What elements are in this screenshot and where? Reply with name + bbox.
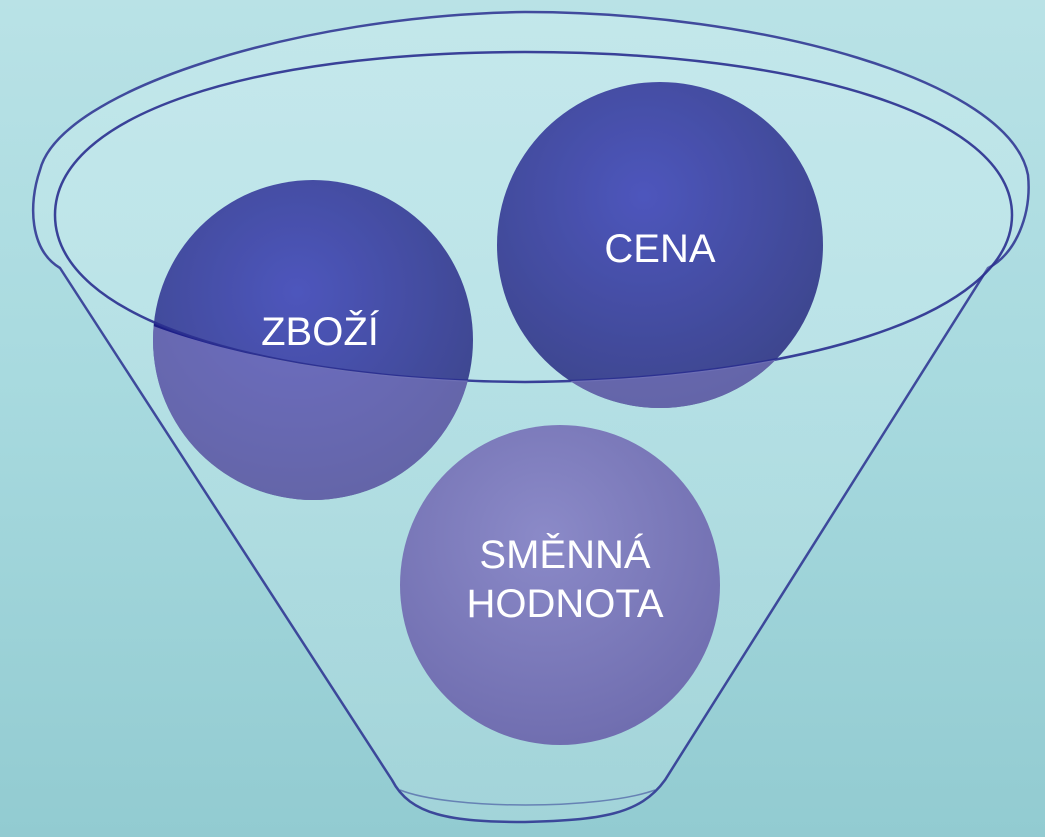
- label-smenna-line2: HODNOTA: [466, 582, 663, 626]
- label-cena: CENA: [604, 227, 715, 271]
- label-smenna-line1: SMĚNNÁ: [479, 532, 650, 577]
- funnel-spout-edge: [399, 789, 656, 806]
- label-zbozi: ZBOŽÍ: [261, 309, 380, 354]
- circle-smenna-hodnota: [400, 425, 720, 745]
- funnel-rim: [53, 50, 1014, 384]
- circle-cena: [497, 82, 823, 408]
